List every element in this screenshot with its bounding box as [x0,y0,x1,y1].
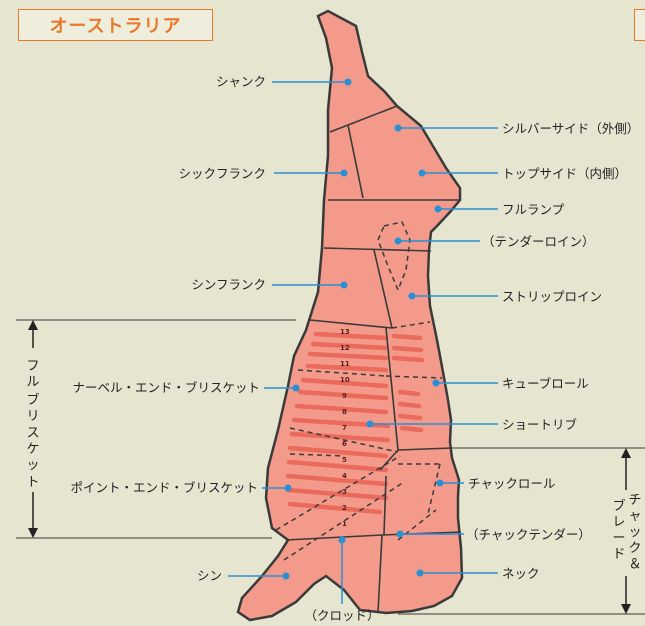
rib-number-10: 4 [342,472,347,480]
rib-number-1: 13 [340,328,350,336]
chuck-blade-col2-char-4: ク [628,541,641,556]
chuck-blade-col1-char-4: ド [612,547,625,562]
dot-topside [419,170,426,177]
rib-stripe-19 [400,404,419,406]
chuck-blade-arrow-up [621,448,631,458]
label-neck: ネック [502,566,540,581]
dot-navel-brisket [293,385,300,392]
dot-point-brisket [285,485,292,492]
label-tenderloin: （テンダーロイン） [482,234,595,249]
dot-cube-roll [433,380,440,387]
dot-chuck-roll [437,480,444,487]
chuck-blade-col1-char-1: ブ [612,498,625,514]
label-chuck-tender: （チャックテンダー） [466,527,591,542]
label-topside: トップサイド（内側） [502,166,627,181]
rib-number-13: 1 [342,520,347,528]
chuck-blade-bracket: ブ レ ー ド チ ャ ッ ク ＆ [612,448,641,614]
label-thick-flank: シックフランク [178,166,266,181]
chuck-blade-col1-char-3: ー [612,531,625,546]
label-striploin: ストリップロイン [502,289,602,304]
full-brisket-arrow-down [28,528,38,538]
label-full-rump: フルランプ [502,202,565,217]
chuck-blade-arrow-down [621,604,631,614]
full-brisket-char-5: ス [26,426,39,441]
chuck-blade-col2-char-3: ッ [628,525,641,540]
dot-chuck-tender [397,531,404,538]
rib-number-6: 8 [342,408,347,416]
rib-number-3: 11 [340,360,350,368]
dot-striploin [409,293,416,300]
rib-stripe-15 [394,336,420,338]
chuck-blade-col1-char-2: レ [612,515,625,530]
chuck-blade-col2-char-2: ャ [628,509,641,524]
rib-stripe-21 [402,428,421,430]
full-brisket-arrow-up [28,320,38,330]
full-brisket-char-4: リ [26,409,39,424]
label-clod: （クロッド） [304,608,379,623]
rib-number-11: 3 [342,488,347,496]
dot-full-rump [435,206,442,213]
dot-thick-flank [341,170,348,177]
rib-number-2: 12 [340,344,350,352]
full-brisket-char-3: ブ [26,392,39,408]
dot-shin [283,573,290,580]
dot-thin-flank [341,282,348,289]
rib-stripe-17 [394,358,422,360]
rib-stripe-20 [400,416,420,418]
label-navel-end-brisket: ナーベル・エンド・ブリスケット [72,380,260,395]
chuck-blade-col2-char-5: ＆ [628,557,641,572]
rib-number-7: 7 [342,424,347,432]
carcass-outline [238,11,462,620]
rib-number-4: 10 [340,376,350,384]
label-cube-roll: キューブロール [502,376,589,391]
label-chuck-roll: チャックロール [468,476,555,491]
label-silverside: シルバーサイド（外側） [502,121,639,136]
full-brisket-char-8: ト [26,475,39,490]
label-shank: シャンク [216,74,266,89]
dot-short-rib [367,421,374,428]
rib-number-12: 2 [342,504,347,512]
full-brisket-bracket: フ ル ブ リ ス ケ ッ ト [26,320,39,538]
dot-neck [417,570,424,577]
full-brisket-char-6: ケ [26,442,39,457]
label-shin: シン [197,568,222,583]
full-brisket-char-7: ッ [26,458,39,473]
full-brisket-char-2: ル [26,375,39,390]
chuck-blade-col2-char-1: チ [628,493,641,508]
rib-number-5: 9 [342,392,347,400]
full-brisket-char-1: フ [26,359,39,374]
rib-number-8: 6 [342,440,347,448]
label-short-rib: ショートリブ [502,417,578,432]
rib-stripe-16 [394,348,421,350]
rib-number-9: 5 [342,456,347,464]
label-point-end-brisket: ポイント・エンド・ブリスケット [70,480,258,495]
dot-silverside [395,125,402,132]
dot-clod [339,537,346,544]
dot-shank [345,79,352,86]
label-thin-flank: シンフランク [191,277,266,292]
dot-tenderloin [395,238,402,245]
rib-stripe-18 [400,392,418,394]
